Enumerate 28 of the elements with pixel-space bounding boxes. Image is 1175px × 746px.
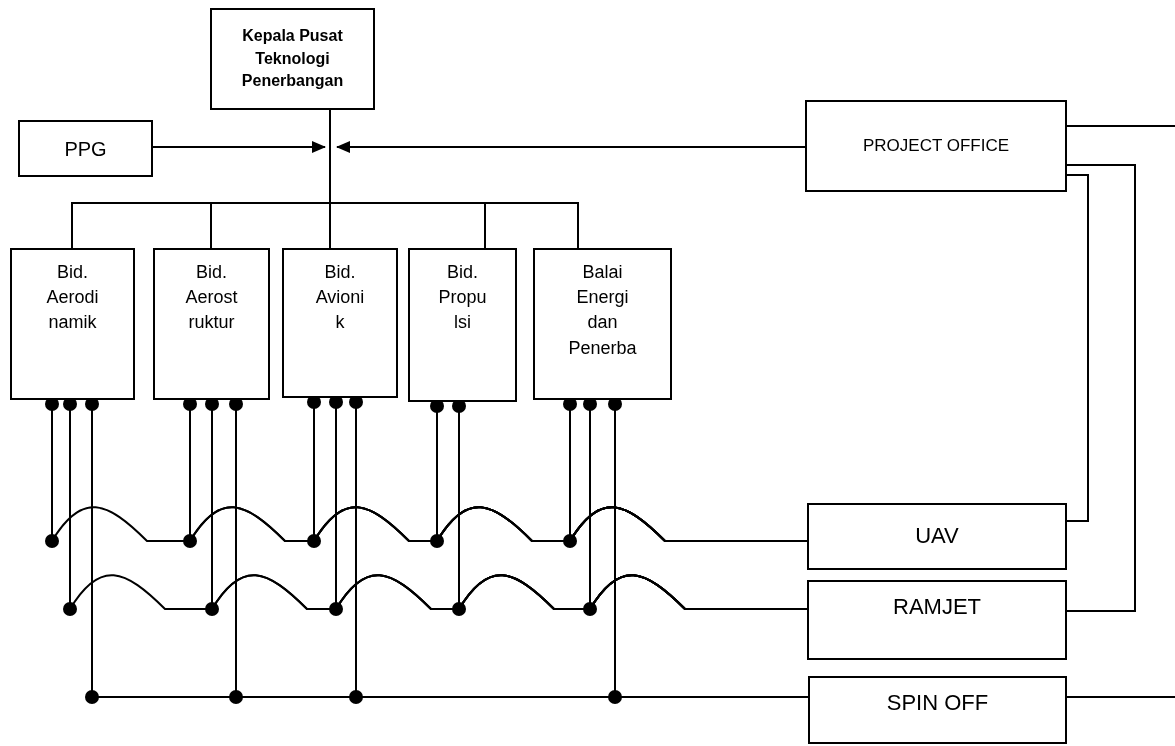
box-label: Bid. Avioni k bbox=[314, 261, 366, 335]
head-box bbox=[210, 8, 375, 110]
box-label: PROJECT OFFICE bbox=[861, 135, 1011, 158]
box-label: SPIN OFF bbox=[885, 689, 990, 717]
connector-line bbox=[1066, 125, 1175, 127]
arrow bbox=[152, 141, 326, 153]
unit-box bbox=[18, 120, 153, 177]
connector-line bbox=[1066, 696, 1175, 698]
division-box bbox=[282, 248, 398, 398]
box-label: Kepala Pusat Teknologi Penerbangan bbox=[240, 26, 345, 92]
box-label: RAMJET bbox=[892, 593, 982, 621]
program-box bbox=[808, 676, 1067, 744]
division-box bbox=[10, 248, 135, 400]
connector-line bbox=[1066, 164, 1136, 612]
box-label: Bid. Propu lsi bbox=[437, 261, 488, 335]
connector-line bbox=[1066, 174, 1089, 522]
division-box bbox=[533, 248, 672, 400]
box-label: Balai Energi dan Penerba bbox=[567, 261, 638, 360]
box-label: UAV bbox=[914, 522, 960, 551]
program-box bbox=[807, 580, 1067, 660]
division-box bbox=[153, 248, 270, 400]
box-label: Bid. Aerodi namik bbox=[45, 261, 100, 335]
office-box bbox=[805, 100, 1067, 192]
box-label: PPG bbox=[63, 136, 108, 162]
box-label: Bid. Aerost ruktur bbox=[184, 261, 239, 335]
division-box bbox=[408, 248, 517, 402]
arrow bbox=[336, 141, 806, 153]
program-box bbox=[807, 503, 1067, 570]
